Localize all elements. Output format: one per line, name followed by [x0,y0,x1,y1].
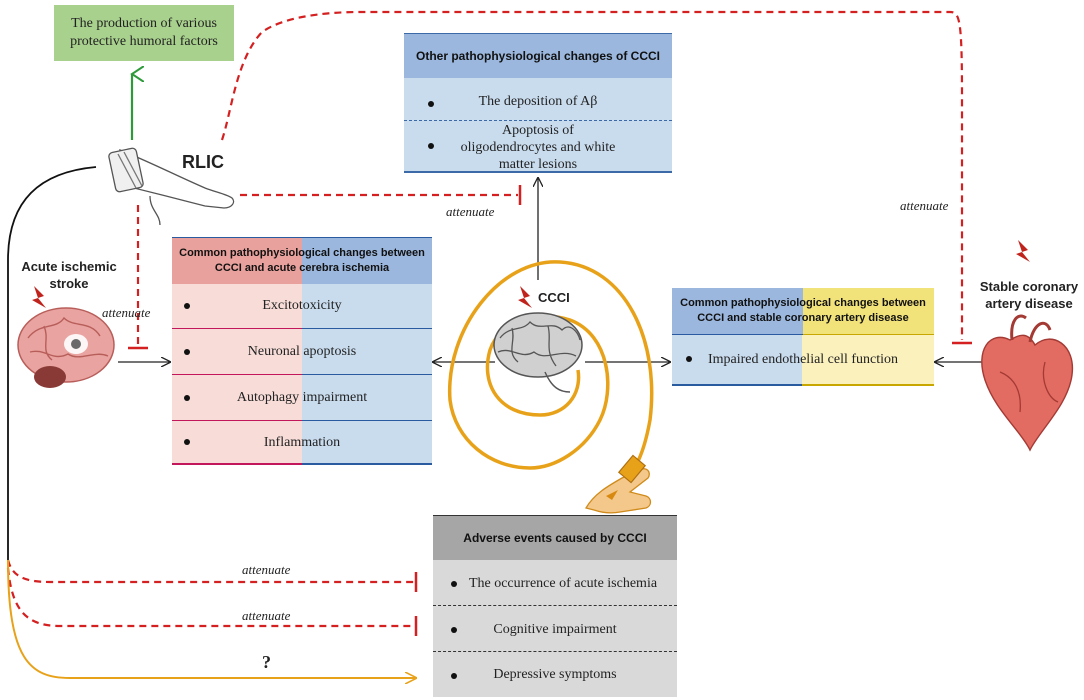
common-acute-header: Common pathophysiological changes betwee… [172,237,432,284]
ccci-label: CCCI [538,290,570,305]
other-bullet-1 [428,101,434,107]
adverse-events-title: Adverse events caused by CCCI [463,531,647,545]
common-coronary-title: Common pathophysiological changes betwee… [680,297,926,324]
adverse-divider-2 [433,651,677,652]
adverse-item-2: Cognitive impairment [493,621,617,637]
lightning-stroke-icon [32,286,46,308]
adverse-events-header: Adverse events caused by CCCI [433,515,677,560]
other-changes-box: Other pathophysiological changes of CCCI… [404,33,672,173]
acute-bullet-4 [184,439,190,445]
humoral-factors-box: The production of various protective hum… [54,5,234,61]
acute-divider-3 [172,420,432,421]
acute-stroke-label: Acute ischemic stroke [21,259,117,291]
other-divider-1 [404,120,672,121]
acute-item-1: Excitotoxicity [262,298,342,313]
humoral-factors-text: The production of various protective hum… [70,16,218,49]
acute-divider-1 [172,328,432,329]
ccci-brain-icon [493,312,583,393]
coronary-label: Stable coronary artery disease [979,279,1079,311]
adverse-events-box: Adverse events caused by CCCI The occurr… [433,515,677,697]
common-acute-title: Common pathophysiological changes betwee… [179,247,425,274]
adverse-item-3: Depressive symptoms [493,666,617,682]
rlic-to-occurrence-inhibit [6,559,414,584]
acute-bullet-3 [184,395,190,401]
adverse-bullet-3 [451,673,457,679]
common-coronary-box: Common pathophysiological changes betwee… [672,288,934,386]
attenuate-label-other: attenuate [446,204,495,219]
adverse-bullet-2 [451,627,457,633]
rlic-to-depressive-arrow [7,559,416,678]
coronary-bullet-1 [686,356,692,362]
adverse-item-1: The occurrence of acute ischemia [468,575,658,591]
acute-item-2: Neuronal apoptosis [247,344,357,359]
attenuate-label-stroke: attenuate [102,305,151,320]
rlic-label: RLIC [182,152,224,172]
adverse-divider-1 [433,605,677,606]
common-acute-box: Common pathophysiological changes betwee… [172,237,432,465]
attenuate-label-cognitive: attenuate [242,608,291,623]
coronary-divider-1 [672,334,934,335]
heart-icon [981,314,1074,452]
coronary-item-1: Impaired endothelial cell function [707,351,899,367]
question-label: ? [262,652,271,672]
pointing-hand-icon [585,454,652,514]
other-item-1: The deposition of Aβ [478,93,598,109]
ccci-spiral [448,260,654,484]
acute-divider-2 [172,374,432,375]
other-changes-header: Other pathophysiological changes of CCCI [404,33,672,78]
rlic-left-curve [7,166,97,560]
acute-item-4: Inflammation [263,434,341,450]
rlic-to-coronary-inhibit [220,10,964,340]
lightning-heart-icon [1016,240,1030,262]
other-bullet-2 [428,143,434,149]
common-coronary-header: Common pathophysiological changes betwee… [672,288,934,334]
adverse-bullet-1 [451,581,457,587]
attenuate-label-occurrence: attenuate [242,562,291,577]
rlic-to-cognitive-inhibit [6,567,414,628]
lightning-ccci-icon [518,286,532,308]
attenuate-label-coronary: attenuate [900,198,949,213]
stroke-brain-icon [17,307,115,388]
acute-bullet-1 [184,303,190,309]
rlic-arm-icon [108,147,235,226]
acute-item-3: Autophagy impairment [236,390,368,405]
other-changes-title: Other pathophysiological changes of CCCI [415,49,661,63]
acute-bullet-2 [184,349,190,355]
other-item-2: Apoptosis of oligodendrocytes and white … [460,122,616,172]
